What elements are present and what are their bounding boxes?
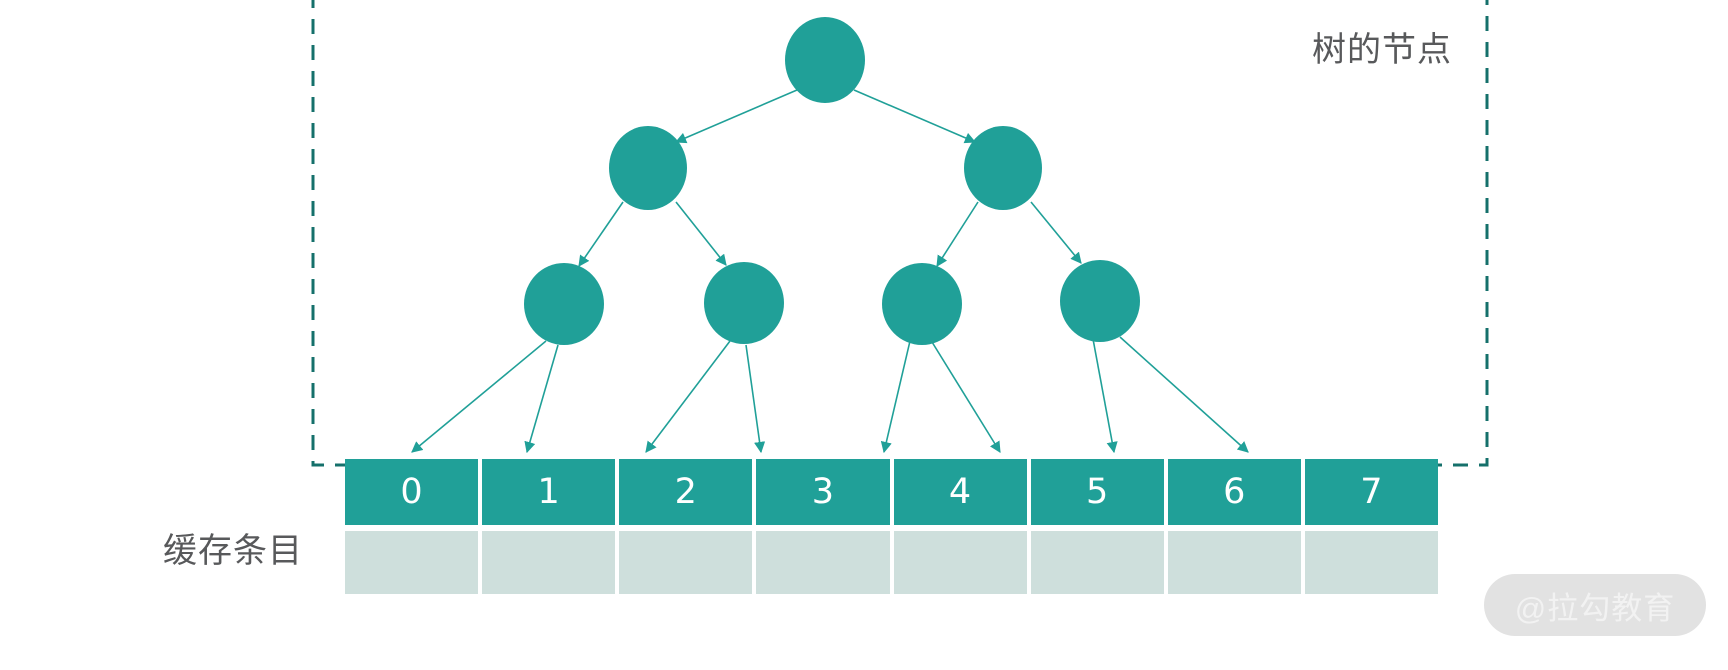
tree-node-layer [524, 17, 1140, 345]
tree-node-n-r[interactable] [964, 126, 1042, 210]
tree-edge-layer [411, 89, 1249, 454]
tree-edge-root-to-n-l [674, 89, 798, 144]
tree-node-leaf-2[interactable] [882, 263, 962, 345]
cache-index-cell-7[interactable]: 7 [1304, 459, 1438, 525]
cache-value-cell-3[interactable] [756, 531, 894, 594]
cache-value-cell-7[interactable] [1304, 531, 1438, 594]
watermark: @拉勾教育 [1484, 574, 1706, 636]
cache-value-row [345, 531, 1438, 594]
tree-edge-n-l-to-leaf-1 [675, 201, 727, 266]
tree-node-root[interactable] [785, 17, 865, 103]
cache-value-cell-2[interactable] [619, 531, 757, 594]
tree-edge-leaf-1-to-cell-3 [745, 344, 766, 454]
cache-index-cell-2[interactable]: 2 [619, 459, 757, 525]
tree-node-n-l[interactable] [609, 126, 687, 210]
tree-edge-leaf-2-to-cell-4 [880, 340, 911, 454]
tree-edge-leaf-3-to-cell-6 [1092, 338, 1118, 454]
tree-node-leaf-3[interactable] [1060, 260, 1140, 342]
cache-value-cell-0[interactable] [345, 531, 483, 594]
cache-index-cell-4[interactable]: 4 [893, 459, 1031, 525]
tree-edge-n-r-to-leaf-2 [936, 201, 979, 267]
cache-index-cell-6[interactable]: 6 [1167, 459, 1305, 525]
tree-node-leaf-0[interactable] [524, 263, 604, 345]
tree-edge-leaf-2-to-cell-5 [931, 341, 1001, 453]
cache-index-cell-0[interactable]: 0 [345, 459, 483, 525]
tree-edge-leaf-0-to-cell-1 [524, 344, 559, 454]
cache-value-cell-5[interactable] [1030, 531, 1168, 594]
tree-region-dashed-box [311, 0, 1489, 467]
tree-edge-leaf-1-to-cell-2 [645, 340, 731, 453]
cache-index-cell-5[interactable]: 5 [1030, 459, 1168, 525]
tree-edge-n-r-to-leaf-3 [1030, 201, 1082, 264]
tree-edge-n-l-to-leaf-0 [578, 201, 624, 267]
tree-node-leaf-1[interactable] [704, 262, 784, 344]
cache-value-cell-4[interactable] [893, 531, 1031, 594]
tree-edge-leaf-3-to-cell-7 [1119, 336, 1249, 453]
cache-value-cell-6[interactable] [1167, 531, 1305, 594]
tree-edge-root-to-n-r [853, 89, 977, 144]
cache-value-cell-1[interactable] [482, 531, 620, 594]
cache-entries-label: 缓存条目 [163, 532, 303, 570]
cache-index-cell-3[interactable]: 3 [756, 459, 894, 525]
tree-region-label: 树的节点 [1312, 31, 1452, 69]
tree-edge-leaf-0-to-cell-0 [411, 340, 547, 453]
cache-index-cell-1[interactable]: 1 [482, 459, 620, 525]
